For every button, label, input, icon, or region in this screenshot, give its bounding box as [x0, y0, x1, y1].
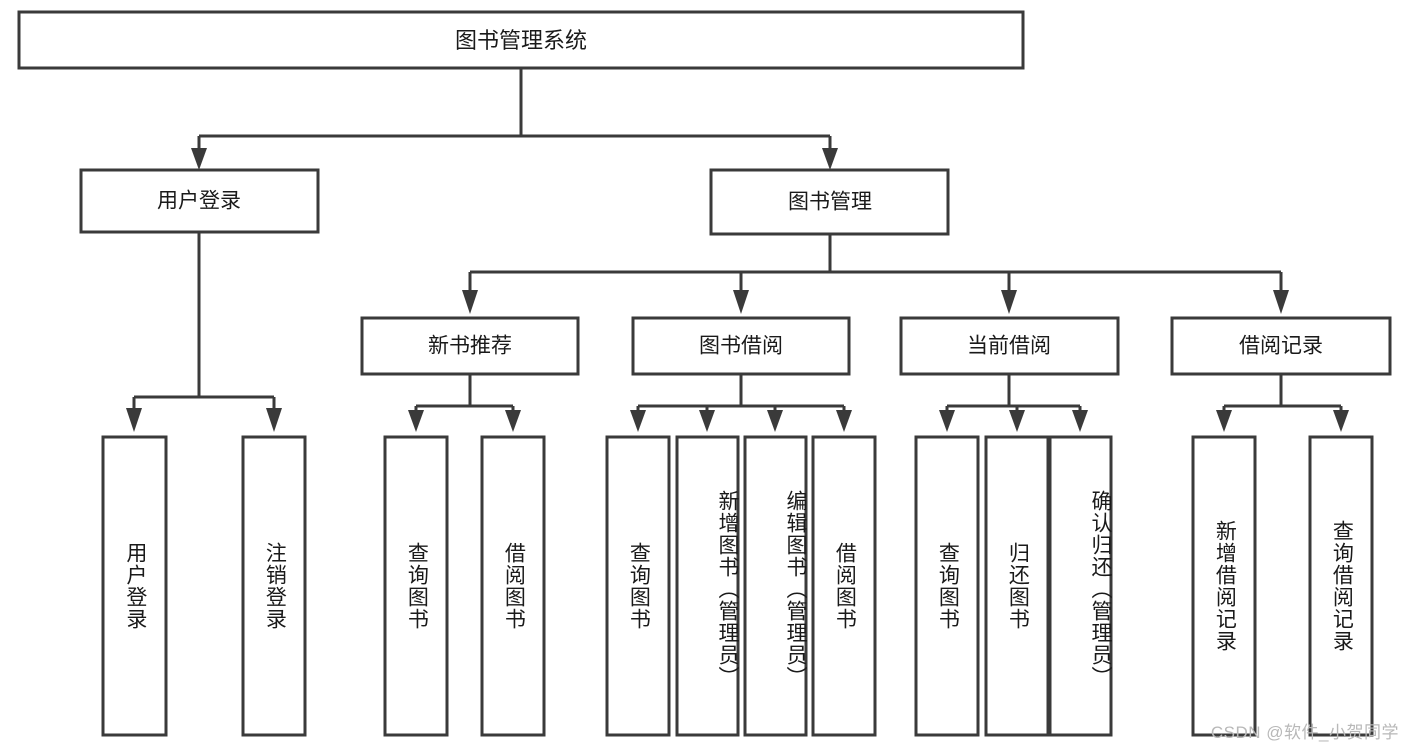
node-book-borrow-label: 图书借阅: [699, 335, 783, 358]
node-user-login-label: 用户登录: [157, 190, 241, 213]
node-leaf-borrow-book-2-box[interactable]: [811, 435, 877, 737]
node-root-box[interactable]: [17, 10, 1025, 70]
arrow-head-leaf-query-book-3: [939, 410, 955, 432]
arrow-head-leaf-edit-book: [767, 410, 783, 432]
node-new-book-rec-box[interactable]: [360, 316, 580, 376]
connector-layer: [126, 68, 1349, 432]
arrow-head-leaf-add-book: [699, 410, 715, 432]
node-leaf-query-book-2-box[interactable]: [605, 435, 671, 737]
csdn-watermark: CSDN @软件_小贺同学: [1210, 723, 1399, 742]
node-leaf-confirm-return-box[interactable]: [1048, 435, 1113, 737]
node-leaf-query-book-1-box[interactable]: [383, 435, 449, 737]
arrow-head-leaf-add-record: [1216, 410, 1232, 432]
arrow-head-leaf-borrow-book-1: [505, 410, 521, 432]
arrow-head-book-borrow: [733, 290, 749, 314]
arrow-head-leaf-return-book: [1009, 410, 1025, 432]
node-leaf-return-book-box[interactable]: [984, 435, 1050, 737]
node-leaf-user-login-box[interactable]: [101, 435, 168, 737]
arrow-head-leaf-confirm-return: [1072, 410, 1088, 432]
arrow-head-leaf-query-book-1: [408, 410, 424, 432]
node-book-manage-box[interactable]: [709, 168, 950, 236]
node-leaf-query-book-3-box[interactable]: [914, 435, 980, 737]
node-leaf-add-record-box[interactable]: [1191, 435, 1257, 737]
node-leaf-query-record-box[interactable]: [1308, 435, 1374, 737]
node-new-book-rec-label: 新书推荐: [428, 335, 512, 358]
arrow-head-borrow-record: [1273, 290, 1289, 314]
arrow-head-book-manage: [822, 148, 838, 170]
arrow-head-leaf-borrow-book-2: [836, 410, 852, 432]
arrow-head-current-borrow: [1001, 290, 1017, 314]
arrow-head-new-book-rec: [462, 290, 478, 314]
node-current-borrow-label: 当前借阅: [967, 335, 1051, 358]
node-current-borrow-box[interactable]: [899, 316, 1120, 376]
arrow-head-leaf-user-login: [126, 408, 142, 432]
node-layer: 图书管理系统 用户登录 图书管理 新书推荐 图书借阅 当前借阅 借阅记录: [17, 10, 1392, 737]
arrow-head-user-login: [191, 148, 207, 170]
node-leaf-edit-book-box[interactable]: [743, 435, 808, 737]
node-borrow-record-box[interactable]: [1170, 316, 1392, 376]
node-leaf-borrow-book-1-box[interactable]: [480, 435, 546, 737]
node-borrow-record-label: 借阅记录: [1239, 335, 1323, 358]
node-leaf-add-book-box[interactable]: [675, 435, 740, 737]
node-root-label: 图书管理系统: [455, 28, 587, 53]
node-book-borrow-box[interactable]: [631, 316, 851, 376]
node-user-login-box[interactable]: [79, 168, 320, 234]
node-book-manage-label: 图书管理: [788, 191, 872, 214]
arrow-head-leaf-query-record: [1333, 410, 1349, 432]
arrow-head-leaf-logout: [266, 408, 282, 432]
node-leaf-logout-box[interactable]: [241, 435, 307, 737]
arrow-head-leaf-query-book-2: [630, 410, 646, 432]
